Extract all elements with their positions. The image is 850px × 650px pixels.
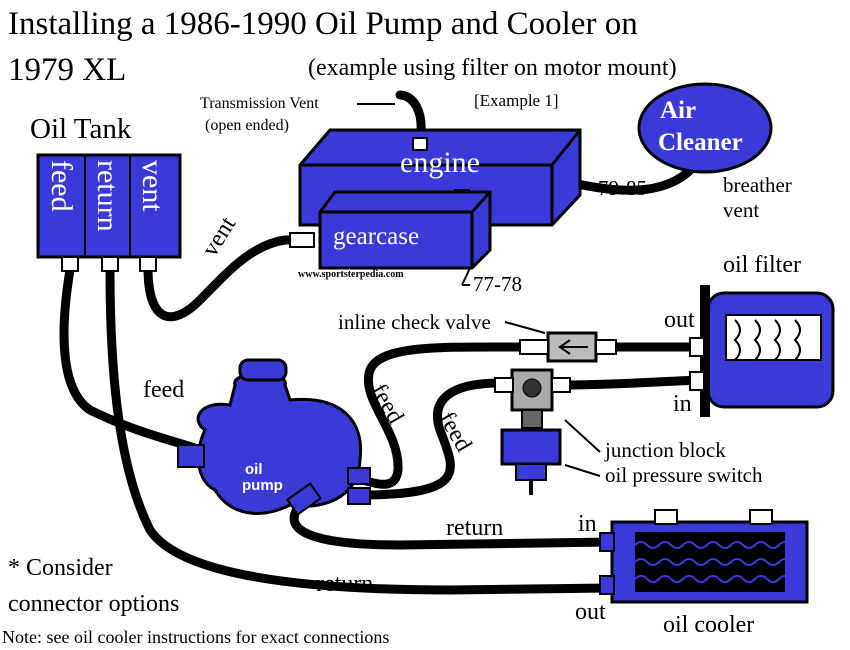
gearcase-label: gearcase — [333, 223, 420, 250]
oil-pressure-switch — [500, 428, 562, 495]
junction-block-label: junction block — [605, 438, 726, 462]
transmission-vent-note: (open ended) — [205, 117, 289, 134]
engine-label: engine — [400, 146, 480, 179]
oil-tank-label: Oil Tank — [30, 113, 132, 145]
breather-label: breather — [723, 173, 792, 197]
pointer-lines — [357, 103, 601, 477]
tank-return-hose — [105, 265, 615, 595]
title-line-2: 1979 XL — [8, 52, 127, 88]
junction-block — [494, 368, 571, 429]
tank-port-feed: feed — [45, 160, 78, 212]
check-valve-label: inline check valve — [338, 310, 491, 334]
title-line-1: Installing a 1986-1990 Oil Pump and Cool… — [8, 6, 638, 42]
oil-filter — [689, 285, 835, 417]
consider-line-2: connector options — [8, 591, 180, 617]
tank-port-return: return — [91, 160, 124, 232]
subtitle: (example using filter on motor mount) — [308, 55, 677, 81]
years-79-85: 79-85 — [598, 176, 647, 200]
return-upper-label: return — [446, 515, 504, 541]
air-cleaner — [637, 82, 773, 174]
oil-filter-label: oil filter — [723, 252, 801, 278]
oil-cooler — [599, 509, 809, 604]
oil-cooler-out-label: out — [575, 599, 606, 625]
vent-hose — [143, 235, 310, 322]
oil-pressure-switch-label: oil pressure switch — [605, 463, 763, 487]
tank-feed-hose — [59, 265, 200, 453]
oil-tank: feed return vent — [36, 153, 182, 272]
filter-in-hose — [557, 375, 705, 390]
example-tag: [Example 1] — [474, 91, 559, 110]
feed-hose-right — [355, 378, 505, 500]
oil-pump-line-2: pump — [242, 477, 283, 494]
breather-vent-label: vent — [723, 198, 760, 222]
gearcase-block — [289, 190, 492, 270]
feed-hose-left — [347, 342, 525, 489]
transmission-vent-label: Transmission Vent — [200, 95, 319, 112]
tank-port-vent: vent — [136, 160, 169, 212]
oil-filter-in-label: in — [673, 391, 692, 417]
oil-pump-line-1: oil — [245, 461, 263, 478]
consider-line-1: * Consider — [8, 555, 113, 581]
pump-feed-label: feed — [143, 377, 185, 403]
oil-cooler-in-label: in — [578, 511, 597, 537]
return-lower-label: return — [316, 571, 374, 597]
oil-pump — [177, 358, 371, 516]
inline-check-valve — [519, 331, 617, 363]
oil-cooler-label: oil cooler — [663, 612, 755, 638]
oil-filter-out-label: out — [664, 307, 695, 333]
footer-note: Note: see oil cooler instructions for ex… — [2, 627, 390, 647]
watermark-text: www.sportsterpedia.com — [298, 269, 404, 280]
pump-return-hose — [289, 500, 615, 550]
years-77-78: 77-78 — [473, 272, 522, 296]
air-cleaner-line-1: Air — [660, 97, 697, 124]
air-cleaner-line-2: Cleaner — [658, 129, 743, 156]
